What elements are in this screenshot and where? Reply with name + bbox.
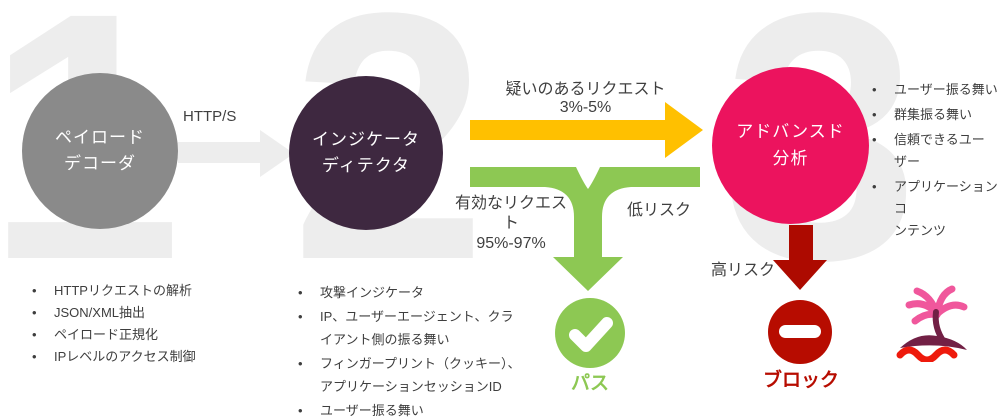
step2-bullet-list: •攻撃インジケータ •IP、ユーザーエージェント、クラ イアント側の振る舞い •… (296, 281, 521, 418)
pass-label: パス (570, 373, 609, 394)
list-item: •アプリケーションコ ンテンツ (870, 176, 998, 242)
payload-decoder-circle: ペイロード デコーダ (22, 73, 178, 229)
valid-requests-label: 有効なリクエスト 95%-97% (454, 195, 567, 252)
list-item: •IP、ユーザーエージェント、クラ イアント側の振る舞い (296, 305, 521, 351)
list-item: •フィンガープリント（クッキー）、 アプリケーションセッションID (296, 352, 521, 398)
bullet-dot: • (298, 356, 303, 371)
bullet-dot: • (32, 283, 37, 298)
bullet-dot: • (32, 305, 37, 320)
list-item: •HTTPリクエストの解析 (32, 283, 192, 298)
bullet-dot: • (298, 285, 303, 300)
list-item: •攻撃インジケータ (296, 281, 521, 304)
check-icon (555, 298, 625, 368)
block-label: ブロック (762, 370, 839, 391)
bullet-dot: • (32, 349, 37, 364)
list-item: •ペイロード正規化 (32, 327, 159, 342)
list-item: •信頼できるユー ザー (870, 129, 998, 173)
bullet-dot: • (872, 132, 877, 147)
high-risk-arrow-icon (773, 225, 827, 290)
suspicious-arrow-icon (470, 102, 703, 158)
valid-merge-arrow-icon (470, 167, 700, 291)
list-item: •ユーザー振る舞い (870, 79, 998, 101)
list-item: •群集振る舞い (870, 104, 998, 126)
list-item: •ユーザー振る舞い (296, 399, 521, 418)
step1-bullet-list: •HTTPリクエストの解析 •JSON/XML抽出 •ペイロード正規化 •IPレ… (30, 284, 270, 372)
bullet-dot: • (298, 403, 303, 418)
advanced-analysis-circle: アドバンスド 分析 (712, 67, 869, 224)
indicator-detector-circle: インジケータ ディテクタ (289, 76, 443, 230)
bullet-dot: • (872, 107, 877, 122)
low-risk-label: 低リスク (627, 202, 692, 219)
http-label: HTTP/S (183, 108, 237, 125)
block-icon (768, 300, 832, 364)
http-arrow-icon (178, 130, 294, 177)
bullet-dot: • (32, 327, 37, 342)
suspicious-label: 疑いのあるリクエスト 3%-5% (505, 81, 666, 116)
high-risk-label: 高リスク (711, 262, 776, 279)
step3-bullet-list: •ユーザー振る舞い •群集振る舞い •信頼できるユー ザー •アプリケーションコ… (870, 79, 998, 245)
palm-island-icon (896, 285, 968, 362)
list-item: •IPレベルのアクセス制御 (32, 349, 196, 364)
bullet-dot: • (298, 309, 303, 324)
list-item: •JSON/XML抽出 (32, 305, 146, 320)
bullet-dot: • (872, 82, 877, 97)
bullet-dot: • (872, 179, 877, 194)
